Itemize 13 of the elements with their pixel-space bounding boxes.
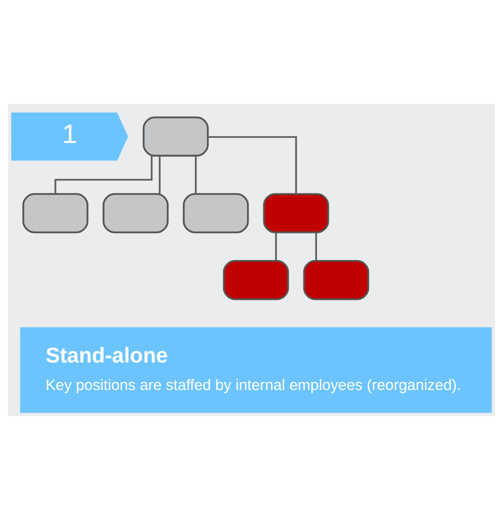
connector bbox=[208, 136, 297, 194]
node-box bbox=[182, 193, 249, 234]
node-box bbox=[102, 193, 169, 234]
connector bbox=[315, 232, 318, 261]
node-box bbox=[22, 193, 88, 234]
node-box bbox=[142, 116, 209, 157]
node-box bbox=[303, 260, 370, 300]
connector bbox=[194, 156, 197, 194]
node-box bbox=[263, 193, 330, 234]
connector bbox=[158, 156, 161, 194]
node-box bbox=[222, 260, 289, 300]
node-box: Stand-alone Key positions are staffed by internal employees (reorganized). bbox=[20, 327, 492, 413]
connector bbox=[275, 232, 277, 261]
